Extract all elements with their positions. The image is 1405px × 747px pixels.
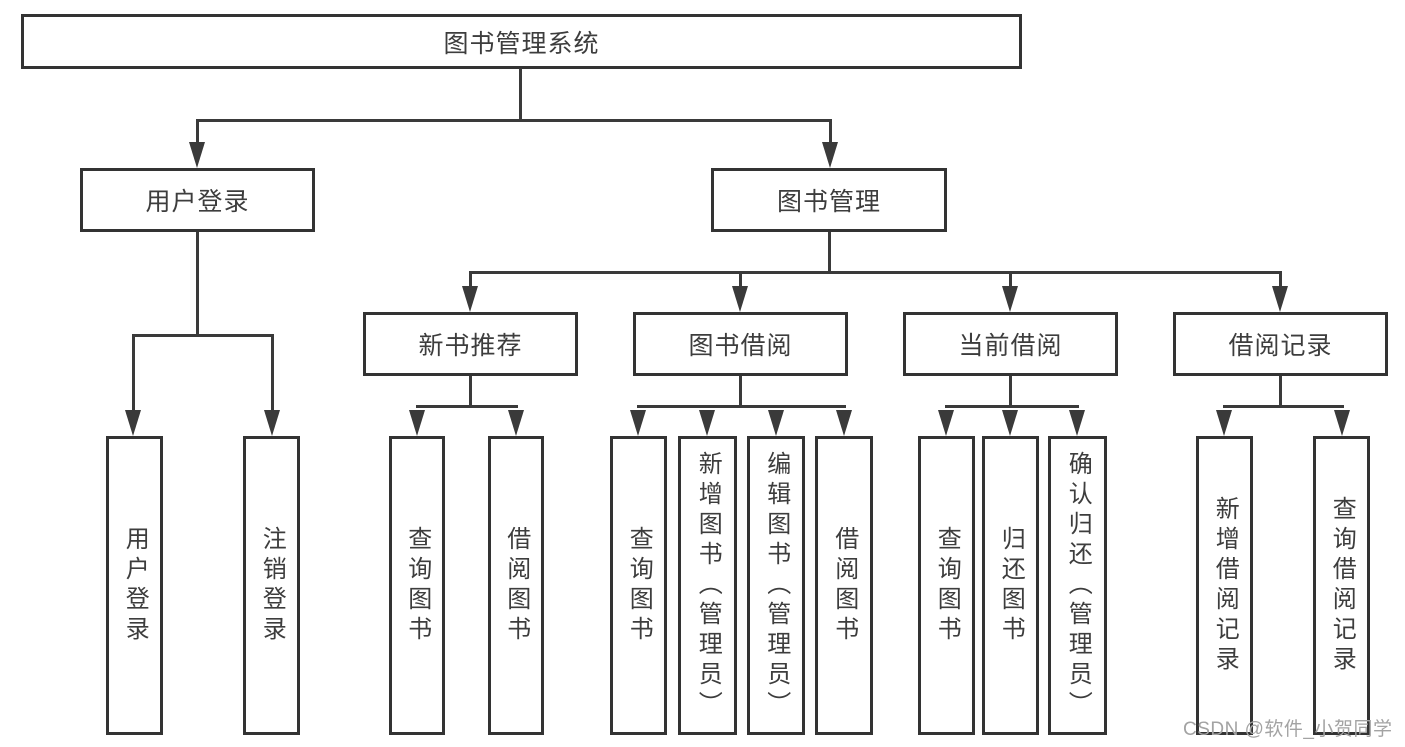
connector-drop bbox=[1009, 271, 1012, 288]
leaf-logout: 注销登录 bbox=[243, 436, 300, 735]
node-book-management-label: 图书管理 bbox=[776, 188, 881, 216]
connector-group1-bar bbox=[416, 405, 518, 408]
arrow-down-icon bbox=[1069, 410, 1085, 436]
leaf-query-books-recommend: 查询图书 bbox=[389, 436, 445, 735]
connector-root-bar bbox=[196, 119, 832, 122]
connector-bookmgmt-bar bbox=[469, 271, 1282, 274]
leaf-user-login: 用户登录 bbox=[106, 436, 163, 735]
node-book-management: 图书管理 bbox=[711, 168, 947, 232]
leaf-borrow-books-recommend-label: 借阅图书 bbox=[502, 525, 530, 646]
arrow-down-icon bbox=[1002, 410, 1018, 436]
connector-drop-book-mgmt bbox=[829, 119, 832, 144]
arrow-down-icon bbox=[1334, 410, 1350, 436]
arrow-down-icon bbox=[836, 410, 852, 436]
connector-group3-bar bbox=[945, 405, 1079, 408]
leaf-edit-books-admin-label: 编辑图书（管理员） bbox=[762, 450, 790, 721]
leaf-query-books-recommend-label: 查询图书 bbox=[403, 525, 431, 646]
connector-bookmgmt-stem bbox=[828, 232, 831, 274]
leaf-user-login-label: 用户登录 bbox=[121, 525, 149, 646]
arrow-down-icon bbox=[699, 410, 715, 436]
connector-group2-stem bbox=[739, 376, 742, 408]
connector-drop bbox=[739, 271, 742, 288]
node-user-login: 用户登录 bbox=[80, 168, 315, 232]
arrow-down-icon bbox=[1272, 286, 1288, 312]
leaf-query-borrow-record-label: 查询借阅记录 bbox=[1328, 495, 1356, 676]
node-new-book-recommend: 新书推荐 bbox=[363, 312, 578, 376]
leaf-add-borrow-record-label: 新增借阅记录 bbox=[1211, 495, 1239, 676]
arrow-down-icon bbox=[768, 410, 784, 436]
connector-group2-bar bbox=[637, 405, 846, 408]
node-current-borrow: 当前借阅 bbox=[903, 312, 1118, 376]
arrow-down-icon bbox=[125, 410, 141, 436]
leaf-query-books-borrow-label: 查询图书 bbox=[625, 525, 653, 646]
connector-group1-stem bbox=[469, 376, 472, 408]
leaf-query-books-current-label: 查询图书 bbox=[933, 525, 961, 646]
node-root: 图书管理系统 bbox=[21, 14, 1022, 69]
leaf-logout-label: 注销登录 bbox=[258, 525, 286, 646]
csdn-watermark: CSDN @软件_小贺同学 bbox=[1183, 719, 1393, 740]
node-borrow-records-label: 借阅记录 bbox=[1228, 332, 1333, 360]
leaf-confirm-return-admin-label: 确认归还（管理员） bbox=[1064, 450, 1092, 721]
connector-drop bbox=[132, 334, 135, 412]
leaf-borrow-books-recommend: 借阅图书 bbox=[488, 436, 544, 735]
node-new-book-recommend-label: 新书推荐 bbox=[418, 332, 523, 360]
leaf-borrow-books: 借阅图书 bbox=[815, 436, 873, 735]
connector-drop bbox=[1279, 271, 1282, 288]
leaf-add-borrow-record: 新增借阅记录 bbox=[1196, 436, 1253, 735]
connector-userlogin-stem bbox=[196, 232, 199, 336]
leaf-return-books-label: 归还图书 bbox=[997, 525, 1025, 646]
arrow-down-icon bbox=[1002, 286, 1018, 312]
arrow-down-icon bbox=[508, 410, 524, 436]
arrow-down-icon bbox=[409, 410, 425, 436]
leaf-add-books-admin: 新增图书（管理员） bbox=[678, 436, 737, 735]
node-user-login-label: 用户登录 bbox=[145, 188, 250, 216]
arrow-down-icon bbox=[1216, 410, 1232, 436]
connector-drop bbox=[469, 271, 472, 288]
node-book-borrow-label: 图书借阅 bbox=[688, 332, 793, 360]
connector-drop bbox=[271, 334, 274, 412]
connector-group4-stem bbox=[1279, 376, 1282, 408]
leaf-return-books: 归还图书 bbox=[982, 436, 1039, 735]
leaf-edit-books-admin: 编辑图书（管理员） bbox=[747, 436, 805, 735]
leaf-confirm-return-admin: 确认归还（管理员） bbox=[1048, 436, 1107, 735]
node-book-borrow: 图书借阅 bbox=[633, 312, 848, 376]
leaf-query-borrow-record: 查询借阅记录 bbox=[1313, 436, 1370, 735]
node-current-borrow-label: 当前借阅 bbox=[958, 332, 1063, 360]
arrow-down-icon bbox=[189, 142, 205, 168]
arrow-down-icon bbox=[462, 286, 478, 312]
arrow-down-icon bbox=[264, 410, 280, 436]
node-root-label: 图书管理系统 bbox=[443, 29, 600, 58]
leaf-query-books-current: 查询图书 bbox=[918, 436, 975, 735]
leaf-borrow-books-label: 借阅图书 bbox=[830, 525, 858, 646]
connector-group3-stem bbox=[1009, 376, 1012, 408]
connector-userlogin-bar bbox=[132, 334, 274, 337]
arrow-down-icon bbox=[732, 286, 748, 312]
arrow-down-icon bbox=[822, 142, 838, 168]
connector-drop-user-login bbox=[196, 119, 199, 144]
leaf-query-books-borrow: 查询图书 bbox=[610, 436, 667, 735]
node-borrow-records: 借阅记录 bbox=[1173, 312, 1388, 376]
leaf-add-books-admin-label: 新增图书（管理员） bbox=[694, 450, 722, 721]
connector-group4-bar bbox=[1223, 405, 1344, 408]
arrow-down-icon bbox=[630, 410, 646, 436]
arrow-down-icon bbox=[938, 410, 954, 436]
connector-root-stem bbox=[519, 68, 522, 120]
